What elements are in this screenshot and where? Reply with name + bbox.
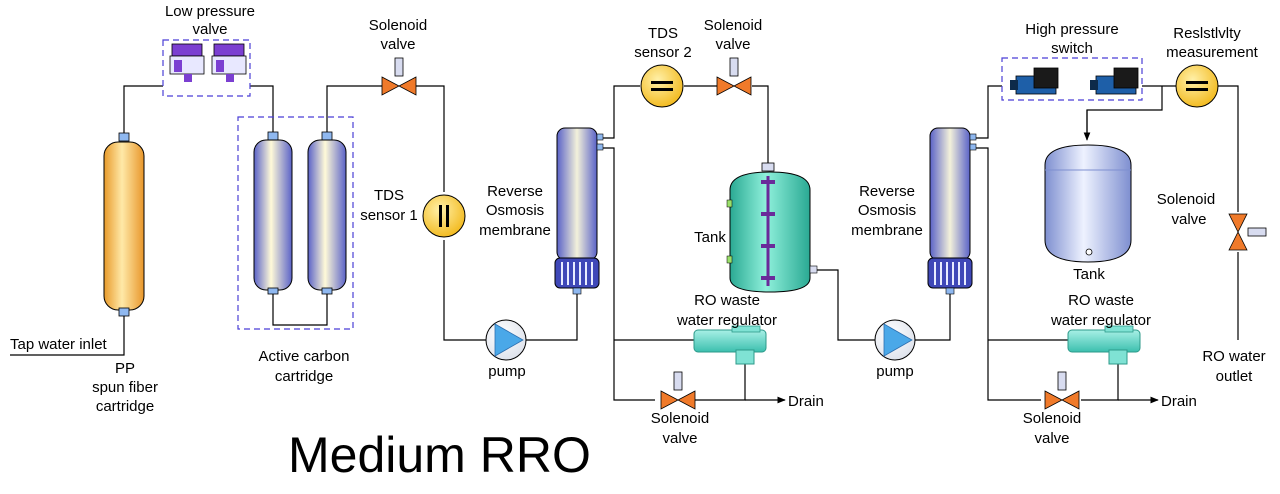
pipe-network	[10, 85, 1239, 404]
solenoid-valve-2-label-2: valve	[715, 36, 750, 53]
solenoid-valve-3-label-2: valve	[662, 430, 697, 447]
ro-waste-regulator-1	[693, 325, 767, 365]
ro-membrane-2	[927, 127, 977, 295]
low-pressure-valve-label-2: valve	[192, 21, 227, 38]
active-carbon-box	[237, 116, 354, 330]
active-carbon-label-2: cartridge	[275, 368, 333, 385]
pp-cartridge-label-1: PP	[115, 360, 135, 377]
pump-1-label: pump	[488, 363, 526, 380]
tds-sensor-2-label-1: TDS	[648, 25, 678, 42]
tds-sensor-2-label-2: sensor 2	[634, 44, 692, 61]
solenoid-valve-5	[1044, 371, 1080, 410]
active-carbon-cartridges	[253, 131, 347, 295]
low-pressure-valve-box	[162, 39, 251, 97]
ro-membrane-1-label-2: Osmosis	[486, 202, 544, 219]
ro-waste-regulator-2-label-2: water regulator	[1050, 312, 1151, 329]
solenoid-valve-1-label-2: valve	[380, 36, 415, 53]
pp-cartridge-label-3: cartridge	[96, 398, 154, 415]
solenoid-valve-1-label-1: Solenoid	[369, 17, 427, 34]
resistivity-label-2: measurement	[1166, 44, 1259, 61]
drain-2-label: Drain	[1161, 393, 1197, 410]
diagram-title: Medium RRO	[288, 427, 591, 483]
tank-2-label: Tank	[1073, 266, 1105, 283]
ro-membrane-1-label-3: membrane	[479, 222, 551, 239]
solenoid-valve-2	[716, 57, 752, 96]
pump-2	[874, 319, 916, 361]
tap-water-inlet-label: Tap water inlet	[10, 336, 108, 353]
pp-cartridge-label-2: spun fiber	[92, 379, 158, 396]
high-pressure-switch-label-2: switch	[1051, 40, 1093, 57]
low-pressure-valve-icons	[169, 43, 247, 82]
high-pressure-switch-label-1: High pressure	[1025, 21, 1118, 38]
ro-waste-regulator-1-label-2: water regulator	[676, 312, 777, 329]
solenoid-valve-3-label-1: Solenoid	[651, 410, 709, 427]
tds-sensor-2	[640, 64, 684, 108]
solenoid-valve-5-label-1: Solenoid	[1023, 410, 1081, 427]
high-pressure-switch-box	[1001, 57, 1143, 101]
ro-water-outlet-label-1: RO water	[1202, 348, 1265, 365]
ro-membrane-2-label-3: membrane	[851, 222, 923, 239]
solenoid-valve-5-label-2: valve	[1034, 430, 1069, 447]
labels: Low pressure valve Solenoid valve Tap wa…	[10, 3, 1266, 483]
ro-waste-regulator-1-label-1: RO waste	[694, 292, 760, 309]
tds-sensor-1-label-1: TDS	[374, 187, 404, 204]
resistivity-sensor	[1175, 64, 1219, 108]
low-pressure-valve-label-1: Low pressure	[165, 3, 255, 20]
ro-waste-regulator-2-label-1: RO waste	[1068, 292, 1134, 309]
pp-cartridge	[103, 132, 145, 317]
ro-membrane-2-label-2: Osmosis	[858, 202, 916, 219]
high-pressure-switch-icons	[1010, 67, 1139, 95]
solenoid-valve-4	[1228, 213, 1267, 251]
solenoid-valve-1	[381, 57, 417, 96]
active-carbon-label-1: Active carbon	[259, 348, 350, 365]
ro-membrane-1	[554, 127, 604, 295]
ro-membrane-2-label-1: Reverse	[859, 183, 915, 200]
resistivity-label-1: Reslstlvlty	[1173, 25, 1241, 42]
drain-1-label: Drain	[788, 393, 824, 410]
tank-1-label: Tank	[694, 229, 726, 246]
ro-membrane-1-label-1: Reverse	[487, 183, 543, 200]
tds-sensor-1	[422, 194, 466, 238]
ro-water-outlet-label-2: outlet	[1216, 368, 1254, 385]
ro-waste-regulator-2	[1067, 325, 1141, 365]
solenoid-valve-4-label-2: valve	[1171, 211, 1206, 228]
pump-2-label: pump	[876, 363, 914, 380]
solenoid-valve-2-label-1: Solenoid	[704, 17, 762, 34]
solenoid-valve-4-label-1: Solenoid	[1157, 191, 1215, 208]
tank-2	[1044, 144, 1132, 263]
tank-1	[726, 162, 818, 293]
solenoid-valve-3	[660, 371, 696, 410]
tds-sensor-1-label-2: sensor 1	[360, 207, 418, 224]
dashed-group-boxes	[162, 39, 1143, 330]
pump-1	[485, 319, 527, 361]
